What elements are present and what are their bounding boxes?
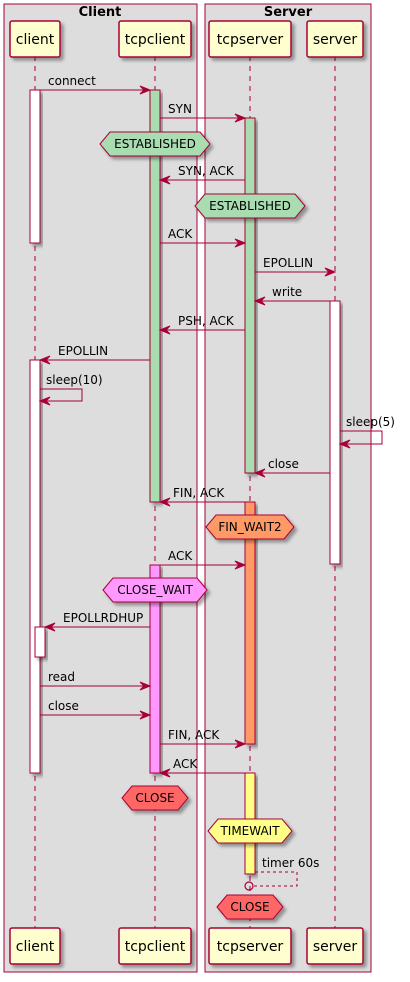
activation-client-3 — [34, 626, 46, 658]
state-timewait-label: TIMEWAIT — [219, 824, 280, 838]
state-close-wait-label: CLOSE_WAIT — [117, 583, 193, 597]
self-message-sleep10-arrowhead — [38, 396, 51, 406]
message-7-arrowhead — [38, 355, 51, 365]
state-close-client-label: CLOSE — [135, 791, 174, 805]
message-13-arrowhead — [234, 739, 247, 749]
message-2-label: SYN, ACK — [178, 164, 235, 178]
client-box-title: Client — [79, 5, 122, 20]
message-15-arrowhead — [253, 468, 266, 478]
state-established-server — [194, 193, 306, 219]
activation-client-1 — [29, 89, 41, 244]
message-10-label: EPOLLRDHUP — [63, 611, 143, 625]
self-message-sleep5-label: sleep(5) — [346, 415, 395, 429]
self-message-sleep10-line — [40, 388, 83, 402]
state-fin-wait2 — [205, 514, 295, 540]
message-4-arrowhead — [324, 267, 337, 277]
state-close-wait — [102, 577, 208, 603]
participant-server-bottom — [306, 927, 364, 965]
state-timewait — [207, 818, 293, 844]
message-1-label: SYN — [168, 102, 192, 116]
message-15-label: close — [268, 457, 299, 471]
message-7-label: EPOLLIN — [58, 344, 108, 358]
participant-tcpserver-bottom-label: tcpserver — [217, 939, 284, 955]
message-6-arrowhead — [158, 325, 171, 335]
timer-message-label: timer 60s — [262, 856, 319, 870]
participant-tcpclient-bottom — [118, 927, 192, 965]
message-13-label: FIN, ACK — [168, 728, 220, 742]
timer-message-line — [253, 871, 298, 887]
server-box-title: Server — [264, 5, 313, 20]
message-11-label: read — [48, 670, 75, 684]
self-message-sleep10-label: sleep(10) — [46, 373, 103, 387]
state-close-client — [121, 785, 189, 811]
participant-tcpserver-bottom — [208, 927, 292, 965]
participant-client-bottom — [9, 927, 61, 965]
message-0-label: connect — [48, 74, 96, 88]
state-established-client — [99, 131, 211, 157]
activation-server-1 — [329, 300, 341, 565]
message-9-arrowhead — [234, 560, 247, 570]
message-6-label: PSH, ACK — [178, 314, 235, 328]
message-4-label: EPOLLIN — [263, 256, 313, 270]
activation-tcpserver-1 — [244, 117, 256, 474]
message-11-arrowhead — [139, 681, 152, 691]
participant-tcpclient-top — [118, 20, 192, 58]
participant-client-top — [9, 20, 61, 58]
state-established-client-label: ESTABLISHED — [114, 137, 196, 151]
message-12-arrowhead — [139, 710, 152, 720]
message-5-arrowhead — [253, 296, 266, 306]
self-message-sleep5-arrowhead — [338, 439, 351, 449]
participant-tcpclient-bottom-label: tcpclient — [125, 939, 186, 955]
participant-client-bottom-label: client — [16, 939, 55, 955]
state-close-server — [216, 894, 284, 920]
message-8-label: FIN, ACK — [173, 486, 225, 500]
message-14-label: ACK — [173, 757, 198, 771]
state-close-server-label: CLOSE — [230, 900, 269, 914]
participant-tcpserver-top — [208, 20, 292, 58]
message-12-label: close — [48, 699, 79, 713]
timer-message-end — [244, 881, 254, 891]
message-8-arrowhead — [158, 497, 171, 507]
server-box — [204, 3, 372, 973]
participant-server-bottom-label: server — [313, 939, 358, 955]
participant-tcpclient-top-label: tcpclient — [125, 32, 186, 48]
participant-server-top — [306, 20, 364, 58]
message-0-arrowhead — [139, 85, 152, 95]
activation-tcpserver-2 — [244, 501, 256, 745]
participant-server-top-label: server — [313, 32, 358, 48]
message-1-arrowhead — [234, 113, 247, 123]
message-3-label: ACK — [168, 227, 193, 241]
message-10-arrowhead — [43, 622, 56, 632]
participant-client-top-label: client — [16, 32, 55, 48]
state-fin-wait2-label: FIN_WAIT2 — [218, 520, 281, 534]
activation-tcpclient-1 — [149, 89, 161, 503]
message-14-arrowhead — [158, 768, 171, 778]
activation-tcpclient-2 — [149, 564, 161, 774]
self-message-sleep5-line — [340, 430, 383, 445]
message-9-label: ACK — [168, 549, 193, 563]
message-5-label: write — [272, 285, 302, 299]
message-2-arrowhead — [158, 175, 171, 185]
message-3-arrowhead — [234, 238, 247, 248]
participant-tcpserver-top-label: tcpserver — [217, 32, 284, 48]
state-established-server-label: ESTABLISHED — [209, 199, 291, 213]
activation-client-2 — [29, 359, 41, 774]
